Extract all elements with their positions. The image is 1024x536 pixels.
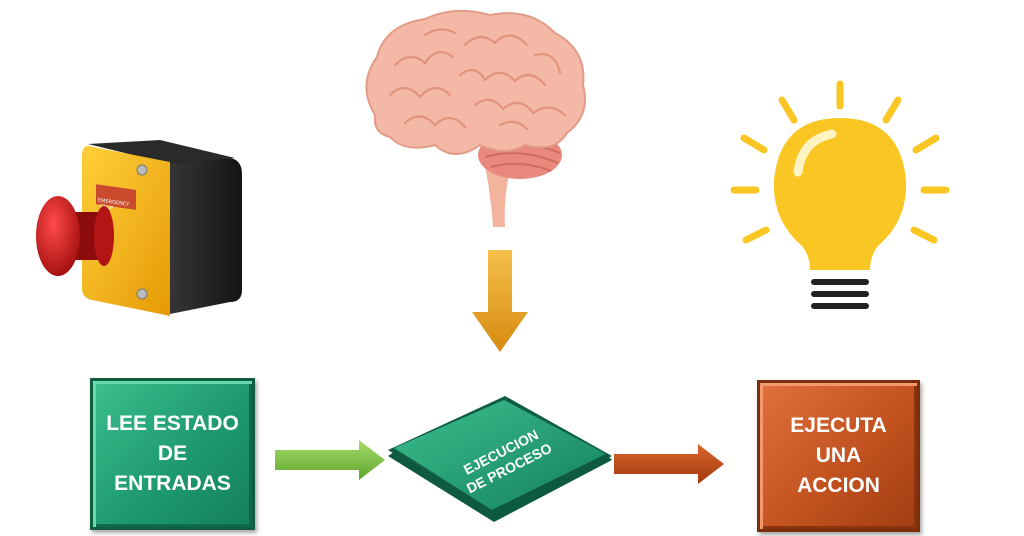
input-state-box: LEE ESTADO DE ENTRADAS bbox=[90, 378, 255, 530]
process-diamond bbox=[388, 396, 612, 522]
execute-action-label: EJECUTA UNA ACCION bbox=[790, 414, 887, 497]
brain-icon bbox=[365, 9, 586, 227]
light-bulb-icon bbox=[730, 80, 950, 309]
down-arrow bbox=[472, 250, 528, 352]
emergency-stop-button-icon: EMERGENCY STOP bbox=[36, 140, 242, 316]
execute-action-box: EJECUTA UNA ACCION bbox=[757, 380, 920, 532]
right-arrow-orange bbox=[614, 444, 724, 484]
input-state-label: LEE ESTADO DE ENTRADAS bbox=[106, 412, 239, 495]
right-arrow-green bbox=[275, 440, 385, 480]
